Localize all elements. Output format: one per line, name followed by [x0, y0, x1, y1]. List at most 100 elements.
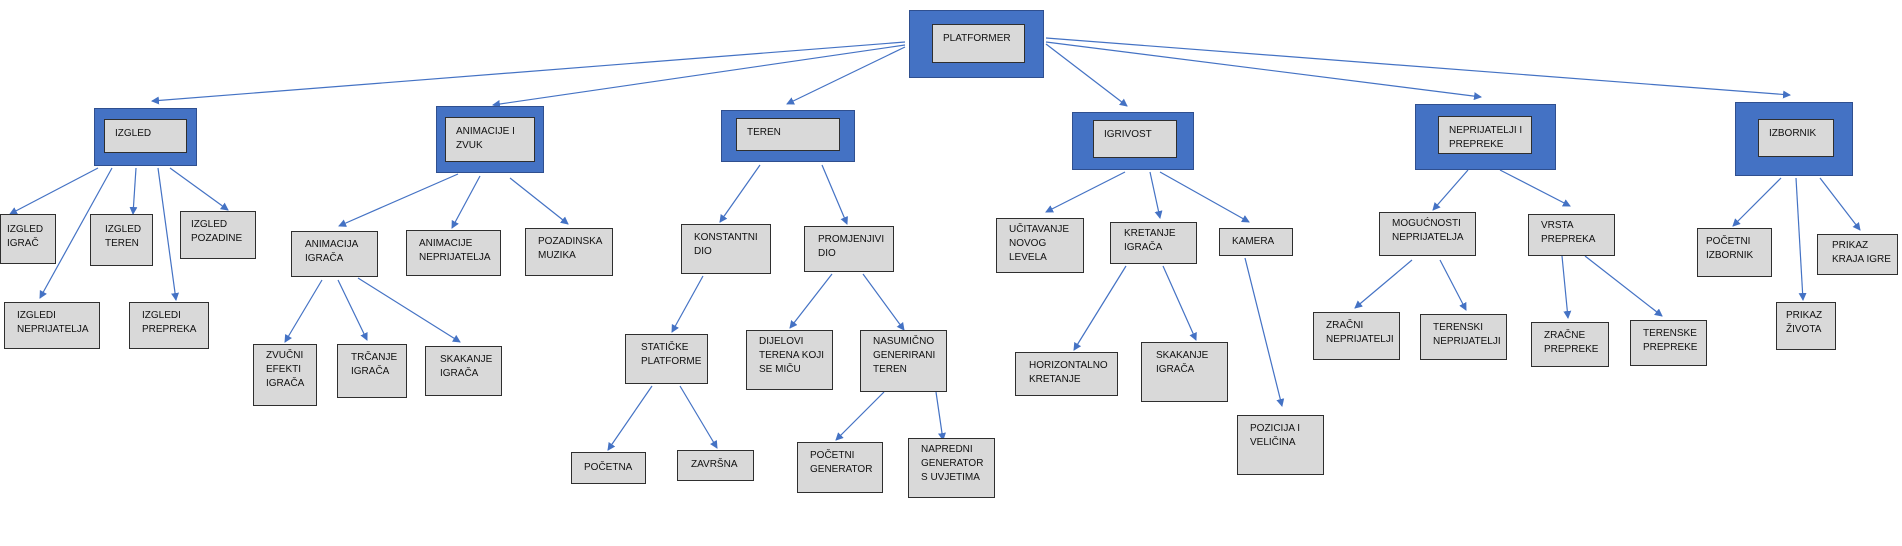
node-vrsta-prepreka-label: VRSTA PREPREKA	[1541, 220, 1596, 245]
node-prikaz-kraja-label: PRIKAZ KRAJA IGRE	[1832, 240, 1891, 265]
arrow-izgled-igrac	[9, 167, 99, 215]
node-zracni-neprijatelji-label: ZRAČNI NEPRIJATELJI	[1326, 320, 1394, 345]
node-staticke-platforme: STATIČKE PLATFORME	[625, 334, 708, 384]
arrow-teren-promjenjivi	[821, 164, 848, 225]
node-izgledi-prepreka: IZGLEDI PREPREKA	[129, 302, 209, 349]
node-nasumicno: NASUMIČNO GENERIRANI TEREN	[860, 330, 947, 392]
arrow-igrivost-kamera	[1159, 171, 1250, 223]
node-zracni-neprijatelji: ZRAČNI NEPRIJATELJI	[1313, 312, 1400, 360]
node-nasumicno-label: NASUMIČNO GENERIRANI TEREN	[873, 336, 936, 375]
category-animacije-label: ANIMACIJE I ZVUK	[456, 126, 515, 151]
arrow-vrsta-zracne	[1561, 255, 1572, 319]
category-animacije: ANIMACIJE I ZVUK	[436, 106, 544, 173]
arrow-izgled-prepreka	[157, 167, 180, 301]
node-zvucni-efekti: ZVUČNI EFEKTI IGRAČA	[253, 344, 317, 406]
arrow-root-izbornik	[1045, 37, 1791, 99]
arrow-staticke-pocetna	[607, 385, 653, 451]
node-pozicija-label: POZICIJA I VELIČINA	[1250, 423, 1301, 448]
arrow-kretanje-horizontalno	[1073, 265, 1127, 351]
category-igrivost-label: IGRIVOST	[1104, 129, 1152, 140]
node-izgledi-prepreka-label: IZGLEDI PREPREKA	[142, 310, 197, 335]
node-promjenjivi-dio-label: PROMJENJIVI DIO	[818, 234, 885, 259]
category-izgled-label: IZGLED	[115, 128, 152, 139]
arrow-kretanje-skakanje	[1162, 265, 1197, 341]
category-igrivost: IGRIVOST	[1072, 112, 1194, 170]
arrow-root-teren	[786, 46, 906, 105]
arrow-vrsta-terenske	[1584, 255, 1663, 317]
node-zracne-prepreke: ZRAČNE PREPREKE	[1531, 322, 1609, 367]
node-dijelovi-terena-label: DIJELOVI TERENA KOJI SE MIČU	[759, 336, 825, 375]
node-pozicija: POZICIJA I VELIČINA	[1237, 415, 1324, 475]
node-staticke-platforme-label: STATIČKE PLATFORME	[641, 342, 702, 367]
node-skakanje-igraca-label: SKAKANJE IGRAČA	[1156, 350, 1209, 375]
arrow-root-neprijatelji	[1045, 41, 1482, 101]
arrow-kamera-pozicija	[1244, 257, 1285, 407]
arrow-mogucnosti-zracni	[1354, 259, 1413, 309]
node-vrsta-prepreka: VRSTA PREPREKA	[1528, 214, 1615, 256]
node-trcanje-igraca: TRČANJE IGRAČA	[337, 344, 407, 398]
node-pozadinska-muzika: POZADINSKA MUZIKA	[525, 228, 613, 276]
node-pocetna-label: POČETNA	[584, 462, 633, 473]
root-label: PLATFORMER	[943, 33, 1011, 44]
node-kretanje-igraca-label: KRETANJE IGRAČA	[1124, 228, 1176, 253]
node-izgled-teren: IZGLED TEREN	[90, 214, 153, 266]
node-skakanje-igraca: SKAKANJE IGRAČA	[1141, 342, 1228, 402]
node-pocetni-generator-label: POČETNI GENERATOR	[810, 450, 873, 475]
category-neprijatelji-label: NEPRIJATELJI I PREPREKE	[1449, 125, 1523, 150]
node-ucitavanje-label: UČITAVANJE NOVOG LEVELA	[1009, 224, 1070, 263]
category-neprijatelji: NEPRIJATELJI I PREPREKE	[1415, 104, 1556, 170]
node-izgled-igrac-label: IZGLED IGRAČ	[7, 224, 44, 249]
arrow-izgled-neprijatelji	[39, 167, 113, 299]
category-izgled: IZGLED	[94, 108, 197, 166]
arrow-anim-neprijatelja	[451, 175, 481, 229]
arrow-izbornik-pocetni	[1732, 177, 1782, 227]
category-teren-label: TEREN	[747, 127, 781, 138]
node-prikaz-zivota-label: PRIKAZ ŽIVOTA	[1786, 310, 1823, 335]
node-horizontalno: HORIZONTALNO KRETANJE	[1015, 352, 1118, 396]
node-prikaz-kraja: PRIKAZ KRAJA IGRE	[1817, 234, 1898, 275]
node-kamera: KAMERA	[1219, 228, 1293, 256]
arrow-root-igrivost	[1045, 43, 1128, 107]
node-terenski-neprijatelji: TERENSKI NEPRIJATELJI	[1420, 314, 1507, 360]
arrow-izbornik-zivota	[1795, 177, 1807, 301]
node-ucitavanje: UČITAVANJE NOVOG LEVELA	[996, 218, 1084, 273]
arrow-izgled-pozadine	[169, 167, 229, 211]
arrow-anim-muzika	[509, 177, 569, 225]
node-trcanje-igraca-label: TRČANJE IGRAČA	[351, 352, 398, 377]
node-pocetni-izbornik: POČETNI IZBORNIK	[1697, 228, 1772, 277]
node-terenski-neprijatelji-label: TERENSKI NEPRIJATELJI	[1433, 322, 1501, 347]
category-izbornik: IZBORNIK	[1735, 102, 1853, 176]
node-terenske-prepreke-label: TERENSKE PREPREKE	[1643, 328, 1698, 353]
category-izbornik-label: IZBORNIK	[1769, 128, 1817, 139]
node-izgled-pozadine-label: IZGLED POZADINE	[191, 219, 243, 244]
node-konstantni-dio: KONSTANTNI DIO	[681, 224, 771, 274]
node-kretanje-igraca: KRETANJE IGRAČA	[1110, 222, 1197, 264]
category-teren: TEREN	[721, 110, 855, 162]
arrow-root-izgled	[151, 41, 906, 105]
node-promjenjivi-dio: PROMJENJIVI DIO	[804, 226, 894, 272]
node-zracne-prepreke-label: ZRAČNE PREPREKE	[1544, 330, 1599, 355]
node-zavrsna-label: ZAVRŠNA	[691, 459, 738, 470]
node-pocetni-izbornik-label: POČETNI IZBORNIK	[1706, 236, 1754, 261]
node-mogucnosti-label: MOGUĆNOSTI NEPRIJATELJA	[1392, 218, 1464, 243]
arrow-izgled-teren	[129, 167, 138, 215]
node-izgled-teren-label: IZGLED TEREN	[105, 224, 142, 249]
node-skakanje-igraca-anim: SKAKANJE IGRAČA	[425, 346, 502, 396]
arrow-nasumicno-pocetni	[835, 391, 885, 441]
node-terenske-prepreke: TERENSKE PREPREKE	[1630, 320, 1707, 366]
node-horizontalno-label: HORIZONTALNO KRETANJE	[1029, 360, 1108, 385]
node-animacija-igraca-label: ANIMACIJA IGRAČA	[305, 239, 359, 264]
arrow-anim-zvucni	[284, 279, 323, 343]
node-napredni-generator: NAPREDNI GENERATOR S UVJETIMA	[908, 438, 995, 498]
arrow-promjenjivi-nasumicno	[862, 273, 905, 331]
node-dijelovi-terena: DIJELOVI TERENA KOJI SE MIČU	[746, 330, 833, 390]
node-izgled-igrac: IZGLED IGRAČ	[0, 214, 56, 264]
arrow-promjenjivi-dijelovi	[789, 273, 833, 329]
arrow-igrivost-ucitavanje	[1045, 171, 1126, 213]
arrow-mogucnosti-terenski	[1439, 259, 1467, 311]
arrow-nep-mogucnosti	[1432, 169, 1469, 211]
node-pocetna: POČETNA	[571, 452, 646, 484]
arrow-teren-konstantni	[719, 164, 761, 223]
